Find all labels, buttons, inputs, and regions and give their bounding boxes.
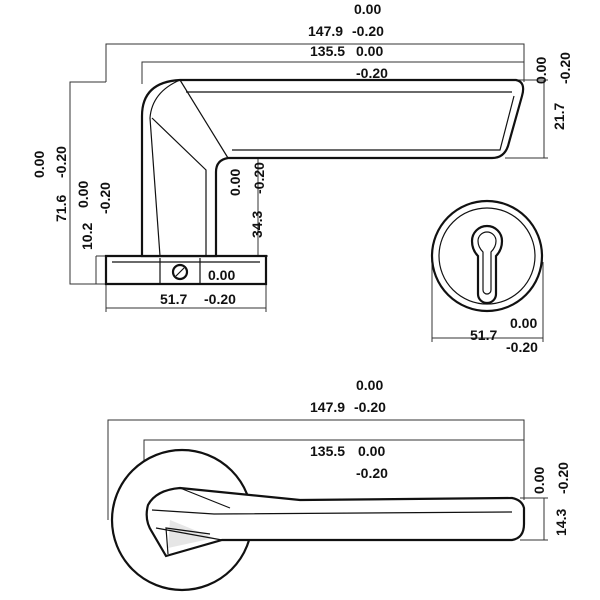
side-lever-height-lower-tol: -0.20	[557, 52, 573, 84]
side-rose-width-lower-tol: -0.20	[204, 291, 236, 307]
dim-line-top-lever-width	[520, 497, 548, 541]
keyhole-inner-outline	[477, 231, 497, 295]
rose-diameter-upper-tol: 0.00	[510, 315, 537, 331]
side-overall-length-upper-tol: 0.00	[354, 1, 381, 17]
top-lever-length-nominal: 135.5	[310, 443, 345, 459]
top-overall-length-upper-tol: 0.00	[356, 377, 383, 393]
dim-line-overall-height	[69, 81, 106, 285]
side-lever-length-upper-tol: 0.00	[356, 43, 383, 59]
top-lever-length-upper-tol: 0.00	[358, 443, 385, 459]
side-rose-thickness-lower-tol: -0.20	[97, 182, 113, 214]
side-lever-length-lower-tol: -0.20	[356, 65, 388, 81]
dim-line-rose-thickness	[95, 255, 106, 285]
dim-line-rose-diameter	[431, 262, 544, 342]
side-rose-width-nominal: 51.7	[160, 291, 187, 307]
dim-line-overall-length	[105, 43, 525, 82]
top-view: 0.00 147.9 -0.20 135.5 0.00 -0.20 0.00 -…	[107, 377, 571, 592]
lever-top-facet-3	[179, 487, 231, 509]
rose-view: 0.00 51.7 -0.20	[430, 199, 544, 355]
dim-line-top-overall-length	[107, 419, 525, 520]
top-lever-length-lower-tol: -0.20	[356, 465, 388, 481]
lever-facet-line-3	[151, 117, 207, 256]
side-neck-height-nominal: 34.3	[249, 211, 265, 238]
side-overall-length-nominal: 147.9	[308, 23, 343, 39]
side-overall-height-nominal: 71.6	[53, 195, 69, 222]
lever-body-side	[140, 78, 525, 258]
rose-diameter-lower-tol: -0.20	[506, 339, 538, 355]
top-lever-width-nominal: 14.3	[553, 509, 569, 536]
side-rose-width-upper-tol: 0.00	[208, 267, 235, 283]
lever-body-top	[145, 486, 526, 558]
side-lever-height-nominal: 21.7	[551, 103, 567, 130]
rose-diameter-nominal: 51.7	[470, 327, 497, 343]
side-neck-height-upper-tol: 0.00	[227, 169, 243, 196]
side-lever-length-nominal: 135.5	[310, 43, 345, 59]
set-screw-slot	[159, 258, 201, 284]
side-neck-height-lower-tol: -0.20	[251, 162, 267, 194]
side-rose-thickness-upper-tol: 0.00	[75, 181, 91, 208]
lever-top-facet-2	[155, 527, 223, 541]
side-lever-height-upper-tol: 0.00	[533, 57, 549, 84]
lever-facet-line-4	[186, 91, 515, 151]
side-overall-height-lower-tol: -0.20	[53, 146, 69, 178]
top-overall-length-nominal: 147.9	[310, 399, 345, 415]
top-lever-width-lower-tol: -0.20	[555, 462, 571, 494]
top-lever-width-upper-tol: 0.00	[531, 467, 547, 494]
dim-line-lever-height	[505, 79, 548, 159]
side-view: 0.00 147.9 -0.20 135.5 0.00 -0.20 0.00 -…	[31, 1, 573, 312]
side-rose-thickness-nominal: 10.2	[79, 223, 95, 250]
lever-facet-line-2	[179, 79, 229, 159]
lever-facet-line-1	[149, 79, 181, 257]
top-overall-length-lower-tol: -0.20	[354, 399, 386, 415]
lever-top-facet-1	[151, 509, 513, 515]
lever-top-facet-4	[165, 527, 211, 555]
dim-line-rose-width	[105, 284, 267, 312]
side-overall-length-lower-tol: -0.20	[352, 23, 384, 39]
side-overall-height-upper-tol: 0.00	[31, 151, 47, 178]
keyhole-cutout-icon	[470, 224, 504, 305]
dim-line-lever-length	[141, 61, 524, 84]
